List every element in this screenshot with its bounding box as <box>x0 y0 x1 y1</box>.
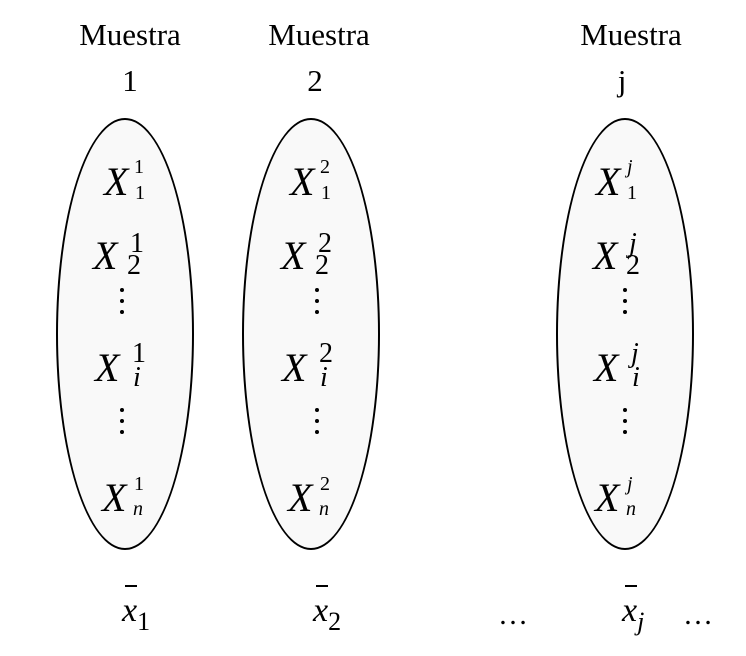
sample-1-vdots-upper <box>120 288 126 321</box>
sample-1-ellipse <box>56 118 194 550</box>
sample-2-number: 2 <box>307 63 323 98</box>
ellipsis-between: … <box>498 598 528 631</box>
sample-2-var-2: X 2 2 <box>281 228 332 281</box>
sample-j-var-1: X j 1 <box>596 156 637 204</box>
sample-1-var-2: X 1 2 <box>93 228 144 281</box>
sample-2-var-i: X 2 i <box>282 338 333 393</box>
sample-j-var-2: X j 2 <box>593 228 640 281</box>
sample-1-var-n: X 1 n <box>102 473 144 520</box>
sample-1-number: 1 <box>122 63 138 98</box>
sample-j-mean: xj <box>622 585 644 636</box>
sample-2-vdots-lower <box>315 408 321 441</box>
sample-1-title: Muestra <box>79 17 181 52</box>
ellipsis-after: … <box>683 598 713 631</box>
sample-2-var-1: X 2 1 <box>290 156 331 204</box>
sample-j-var-n: X j n <box>595 473 636 520</box>
sample-2-ellipse <box>242 118 380 550</box>
sample-j-number: j <box>617 63 627 98</box>
sample-2-title: Muestra <box>268 17 370 52</box>
sample-1-var-i: X 1 i <box>95 338 146 393</box>
sample-1-mean: x1 <box>122 585 150 636</box>
sample-j-var-i: X j i <box>594 338 640 393</box>
sample-2-vdots-upper <box>315 288 321 321</box>
sample-j-vdots-upper <box>623 288 629 321</box>
sample-2-var-n: X 2 n <box>288 473 330 520</box>
sample-j-ellipse <box>556 118 694 550</box>
sample-1-vdots-lower <box>120 408 126 441</box>
sample-1-var-1: X 1 1 <box>104 156 145 204</box>
sample-j-vdots-lower <box>623 408 629 441</box>
sample-j-title: Muestra <box>580 17 682 52</box>
sample-2-mean: x2 <box>313 585 341 636</box>
